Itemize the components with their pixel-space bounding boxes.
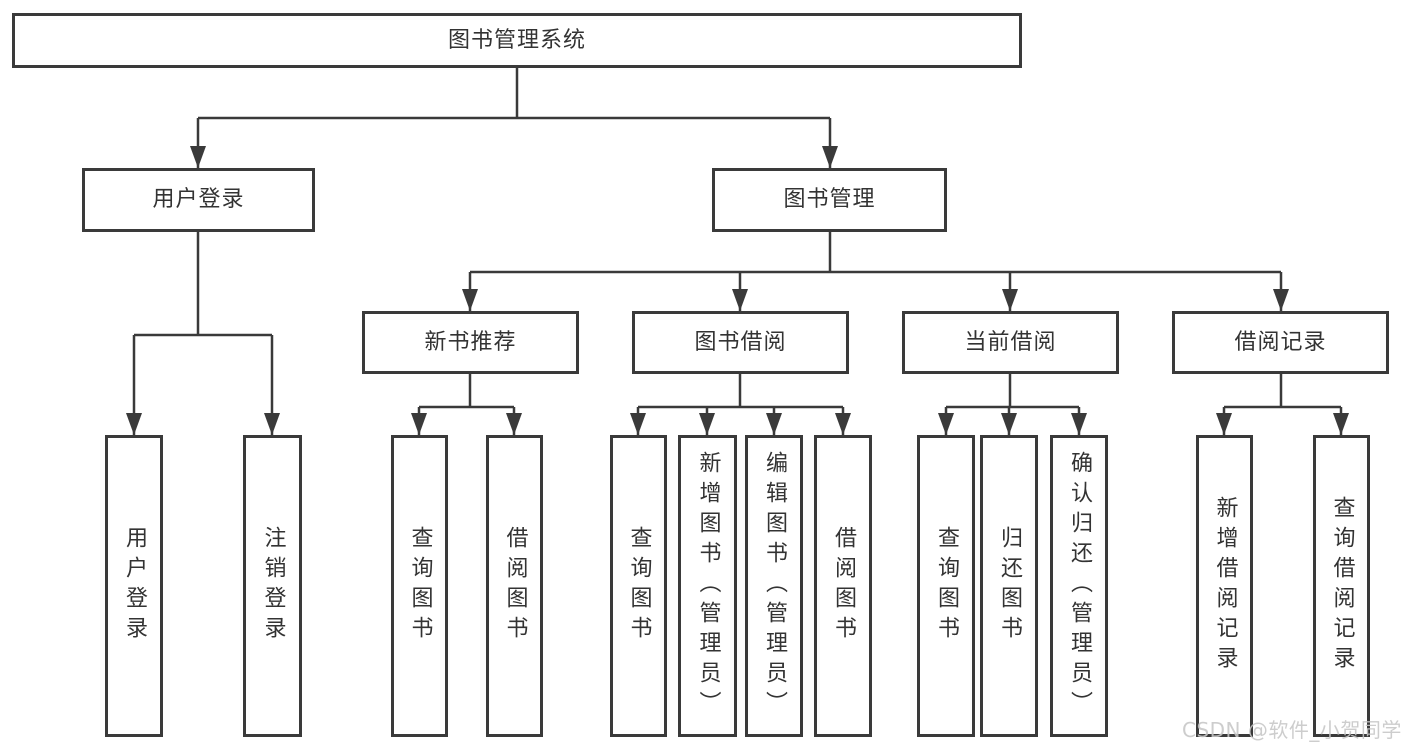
leaf-confirm-return-admin: 确认归还（管理员） bbox=[1050, 435, 1108, 737]
leaf-add-borrow-record: 新增借阅记录 bbox=[1196, 435, 1253, 737]
leaf-add-books-admin: 新增图书（管理员） bbox=[678, 435, 737, 737]
node-branch-user-login: 用户登录 bbox=[82, 168, 315, 232]
node-new-book-recommend: 新书推荐 bbox=[362, 311, 579, 374]
leaf-recommend-query-books: 查询图书 bbox=[391, 435, 448, 737]
leaf-current-query-books: 查询图书 bbox=[917, 435, 975, 737]
leaf-logout: 注销登录 bbox=[243, 435, 302, 737]
leaf-edit-books-admin: 编辑图书（管理员） bbox=[745, 435, 803, 737]
leaf-user-login: 用户登录 bbox=[105, 435, 163, 737]
node-book-borrowing: 图书借阅 bbox=[632, 311, 849, 374]
node-branch-book-management: 图书管理 bbox=[712, 168, 947, 232]
node-current-borrowing: 当前借阅 bbox=[902, 311, 1119, 374]
leaf-return-books: 归还图书 bbox=[980, 435, 1038, 737]
tree-edges bbox=[132, 68, 1343, 435]
node-borrow-records: 借阅记录 bbox=[1172, 311, 1389, 374]
leaf-borrowing-query-books: 查询图书 bbox=[610, 435, 667, 737]
csdn-watermark: CSDN @软件_小贺同学 bbox=[1182, 718, 1402, 742]
leaf-recommend-borrow-books: 借阅图书 bbox=[486, 435, 543, 737]
leaf-borrow-books: 借阅图书 bbox=[814, 435, 872, 737]
leaf-query-borrow-record: 查询借阅记录 bbox=[1313, 435, 1370, 737]
node-root-library-system: 图书管理系统 bbox=[12, 13, 1022, 68]
